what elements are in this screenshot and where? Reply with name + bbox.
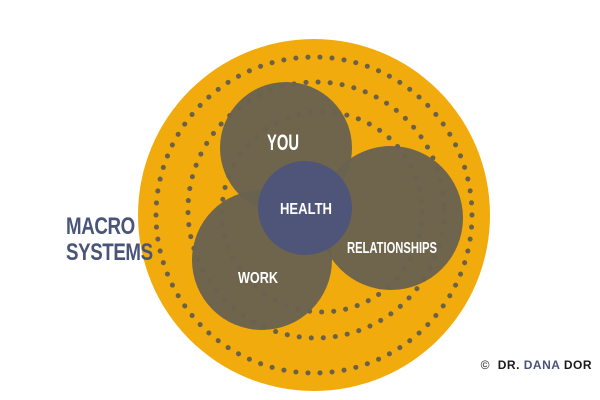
outer-dotted-ring (153, 54, 475, 376)
credit-prefix: DR. (497, 358, 520, 372)
macro-systems-label: MACRO SYSTEMS (66, 214, 175, 266)
macro-line-1: MACRO (66, 213, 135, 240)
work-label: WORK (238, 270, 278, 287)
credit-highlight: DANA (523, 358, 560, 372)
macro-line-2: SYSTEMS (66, 239, 153, 266)
copyright-symbol: © (480, 358, 490, 372)
you-label: YOU (267, 130, 299, 155)
credit-suffix: DOR (563, 358, 592, 372)
relationships-circle (319, 146, 463, 290)
health-circle (258, 161, 352, 255)
copyright-credit: © DR. DANA DOR (481, 358, 592, 372)
relationships-label: RELATIONSHIPS (347, 240, 437, 257)
health-label: HEALTH (280, 201, 332, 218)
